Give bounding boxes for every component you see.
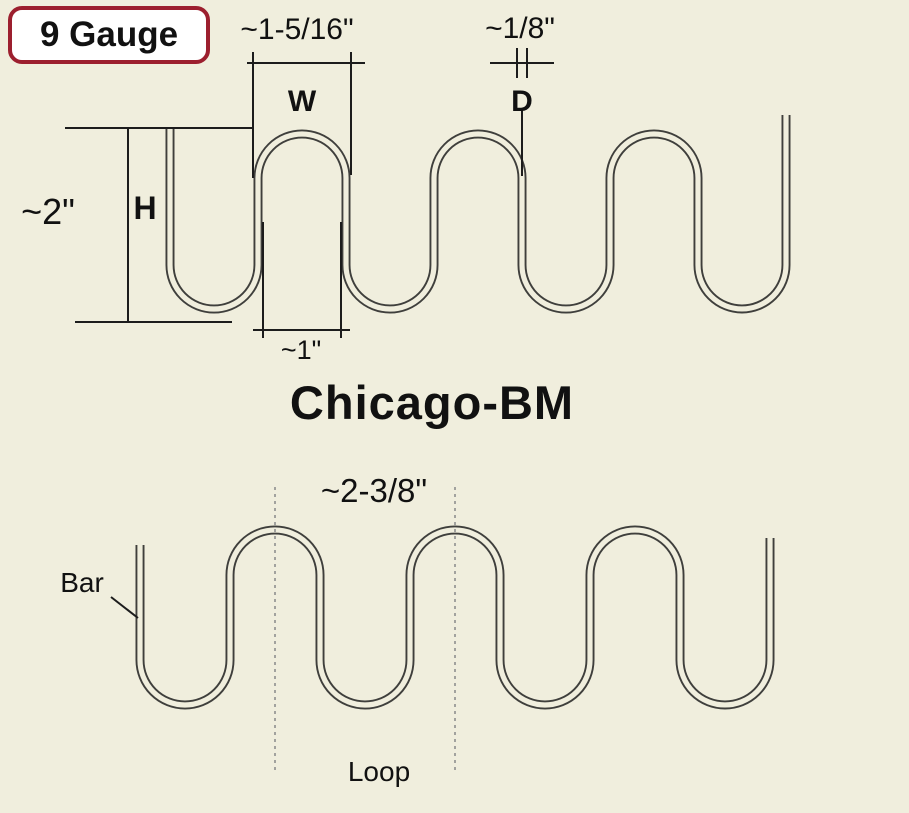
width-dim-value: ~1-5/16" [240,13,354,46]
gauge-badge: 9 Gauge [8,6,210,64]
diagram-title: Chicago-BM [289,376,575,429]
diameter-letter: D [511,85,533,118]
width-letter: W [287,85,317,118]
loop-label: Loop [347,756,411,787]
diameter-dim-value: ~1/8" [485,12,555,45]
pitch-dim-value: ~2-3/8" [320,472,428,509]
inner-dim-value: ~1" [280,335,322,365]
bar-pointer-line [110,596,139,619]
height-letter: H [133,190,157,226]
top-wire-core [167,115,789,312]
height-dim-value: ~2" [21,191,75,232]
top-wire [165,115,791,314]
bar-label: Bar [60,567,104,598]
gauge-badge-label: 9 Gauge [39,15,179,54]
